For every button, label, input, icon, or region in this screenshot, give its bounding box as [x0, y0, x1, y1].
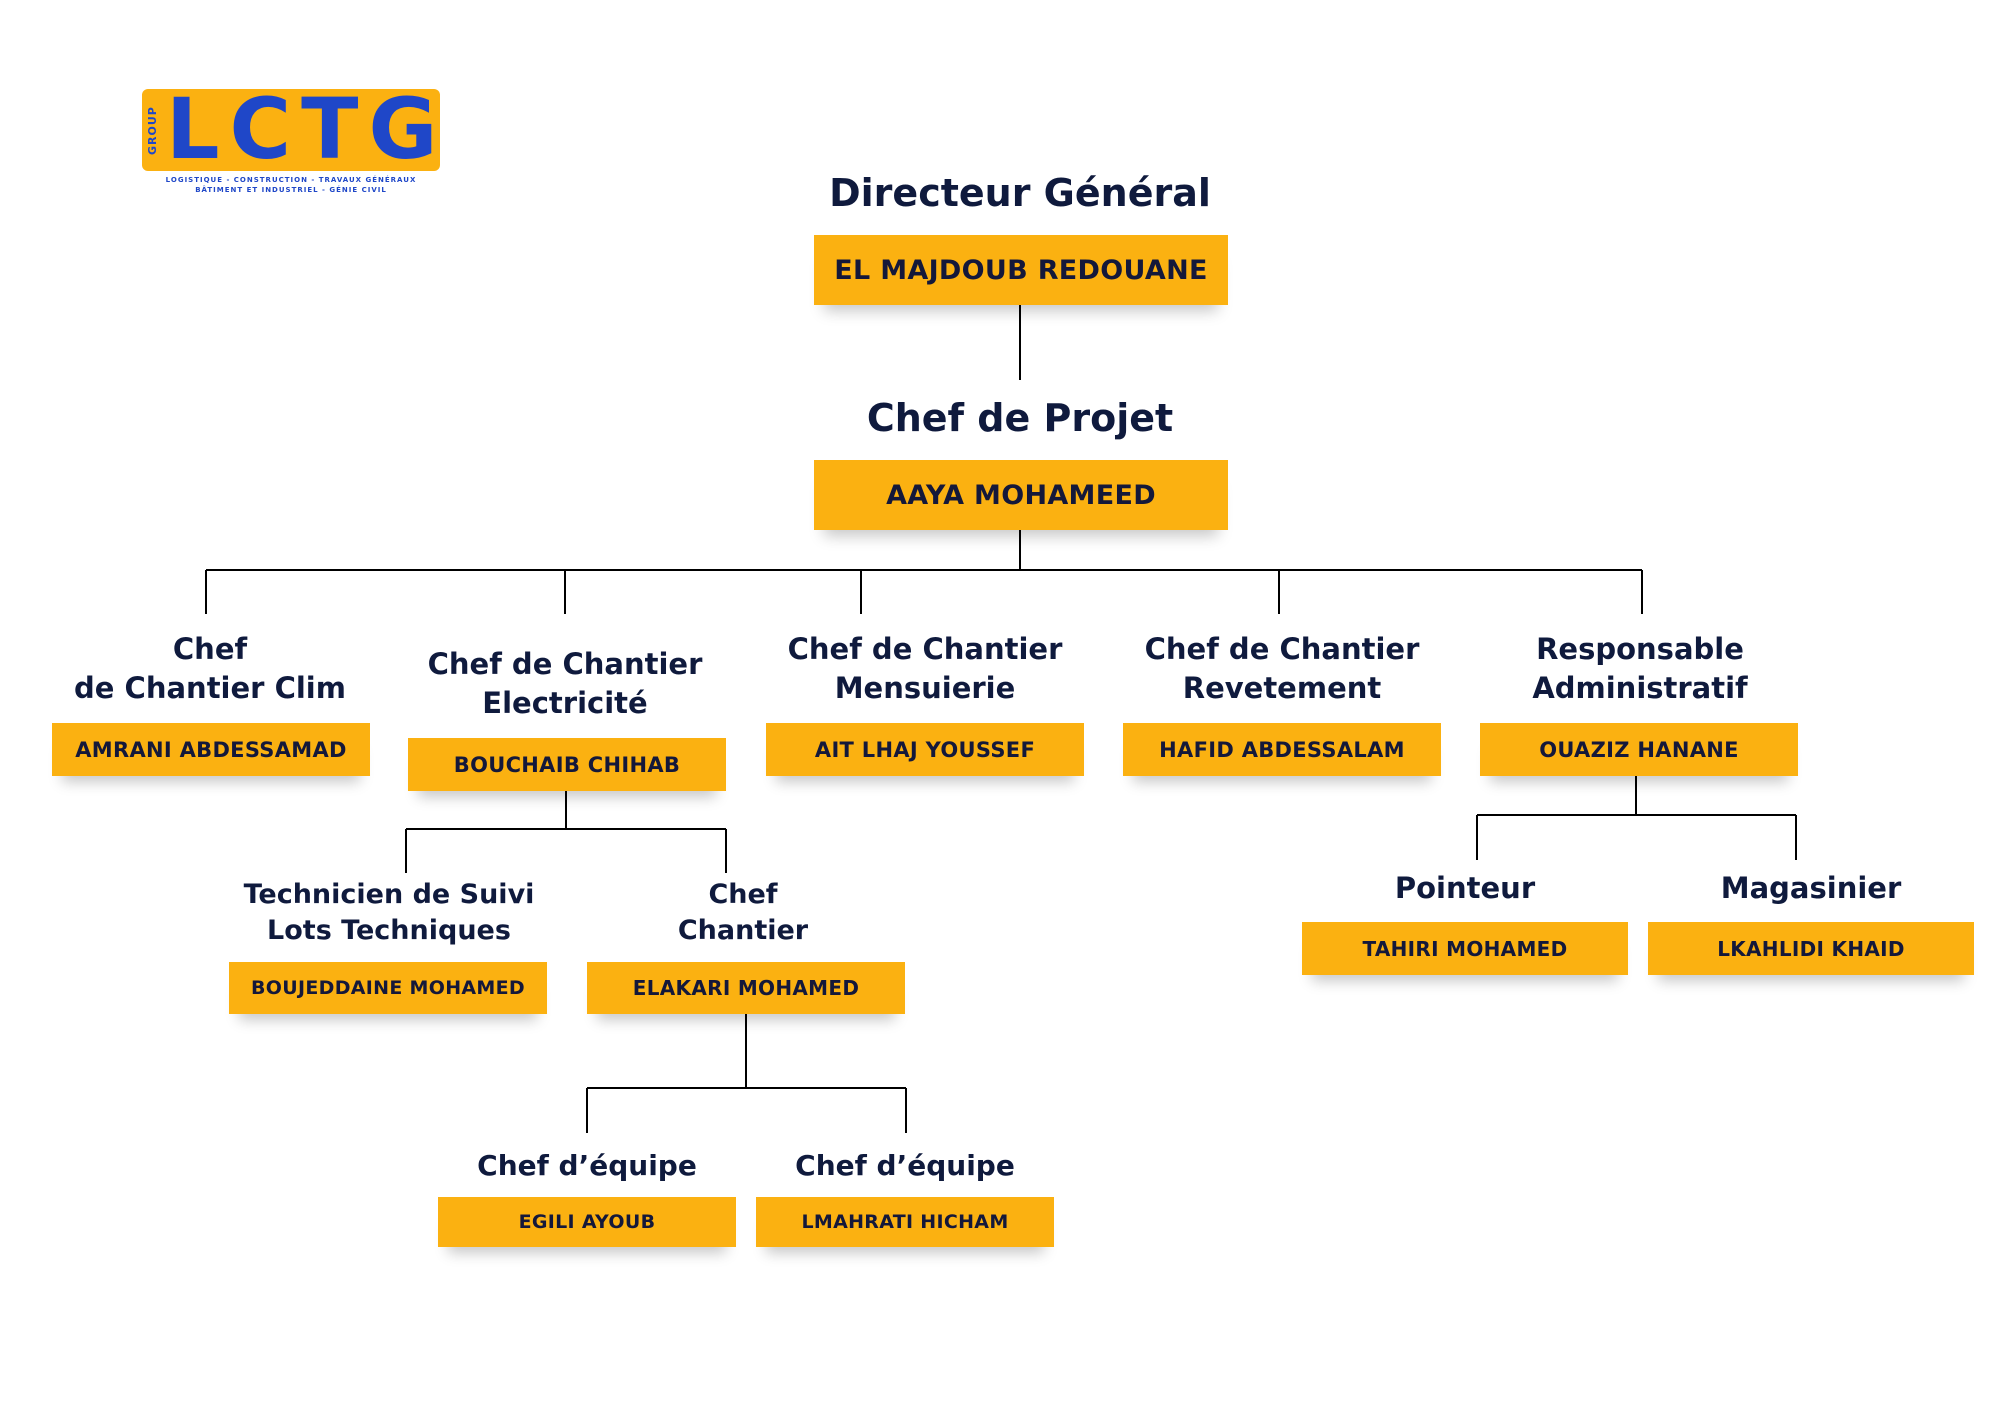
chef-name-box: ELAKARI MOHAMED: [587, 962, 905, 1014]
clim-name-box: AMRANI ABDESSAMAD: [52, 723, 370, 776]
maga-name-box: LKAHLIDI KHAID: [1648, 922, 1974, 975]
clim-role-line-1: Chef: [172, 632, 248, 666]
tech-name-box: BOUJEDDAINE MOHAMED: [229, 962, 547, 1014]
admin-name-box: OUAZIZ HANANE: [1480, 723, 1798, 776]
elec-role-line-1: Chef de Chantier: [427, 647, 703, 681]
admin-role: Responsable Administratif: [1480, 630, 1800, 708]
reve-role-line-1: Chef de Chantier: [1144, 632, 1420, 666]
logo-name: LCTG: [166, 80, 448, 178]
tech-role: Technicien de Suivi Lots Techniques: [229, 877, 549, 950]
lctg-logo: GROUP LCTG: [142, 83, 440, 175]
eq2-name-box: LMAHRATI HICHAM: [756, 1197, 1054, 1247]
chef-role: Chef Chantier: [583, 877, 903, 950]
logo-group-label: GROUP: [146, 106, 159, 156]
poin-role: Pointeur: [1394, 871, 1536, 905]
mens-name-box: AIT LHAJ YOUSSEF: [766, 723, 1084, 776]
eq2-role: Chef d’équipe: [795, 1149, 1015, 1182]
mens-role: Chef de Chantier Mensuierie: [765, 630, 1085, 708]
cp-role: Chef de Projet: [866, 396, 1174, 440]
cp-name-box: AAYA MOHAMEED: [814, 460, 1228, 530]
elec-role: Chef de Chantier Electricité: [405, 645, 725, 723]
mens-role-line-2: Mensuierie: [834, 671, 1016, 706]
elec-role-line-2: Electricité: [482, 686, 648, 721]
elec-name-box: BOUCHAIB CHIHAB: [408, 738, 726, 791]
eq1-role: Chef d’équipe: [477, 1149, 697, 1182]
admin-role-line-2: Administratif: [1532, 671, 1748, 706]
poin-name-box: TAHIRI MOHAMED: [1302, 922, 1628, 975]
dg-role: Directeur Général: [829, 171, 1211, 215]
clim-role-line-2: de Chantier Clim: [74, 671, 346, 706]
dg-name-box: EL MAJDOUB REDOUANE: [814, 235, 1228, 305]
reve-role-line-2: Revetement: [1182, 671, 1382, 706]
tech-role-line-1: Technicien de Suivi: [243, 879, 535, 910]
reve-role: Chef de Chantier Revetement: [1122, 630, 1442, 708]
tech-role-line-2: Lots Techniques: [267, 915, 511, 947]
chef-role-line-1: Chef: [708, 879, 778, 910]
admin-role-line-1: Responsable: [1536, 632, 1744, 666]
maga-role: Magasinier: [1720, 871, 1902, 905]
reve-name-box: HAFID ABDESSALAM: [1123, 723, 1441, 776]
logo-tagline-1: LOGISTIQUE - CONSTRUCTION - TRAVAUX GÉNÉ…: [165, 176, 417, 184]
clim-role: Chef de Chantier Clim: [50, 630, 370, 708]
eq1-name-box: EGILI AYOUB: [438, 1197, 736, 1247]
chef-role-line-2: Chantier: [677, 915, 809, 947]
logo-tagline-2: BÂTIMENT ET INDUSTRIEL - GÉNIE CIVIL: [195, 186, 387, 194]
mens-role-line-1: Chef de Chantier: [787, 632, 1063, 666]
